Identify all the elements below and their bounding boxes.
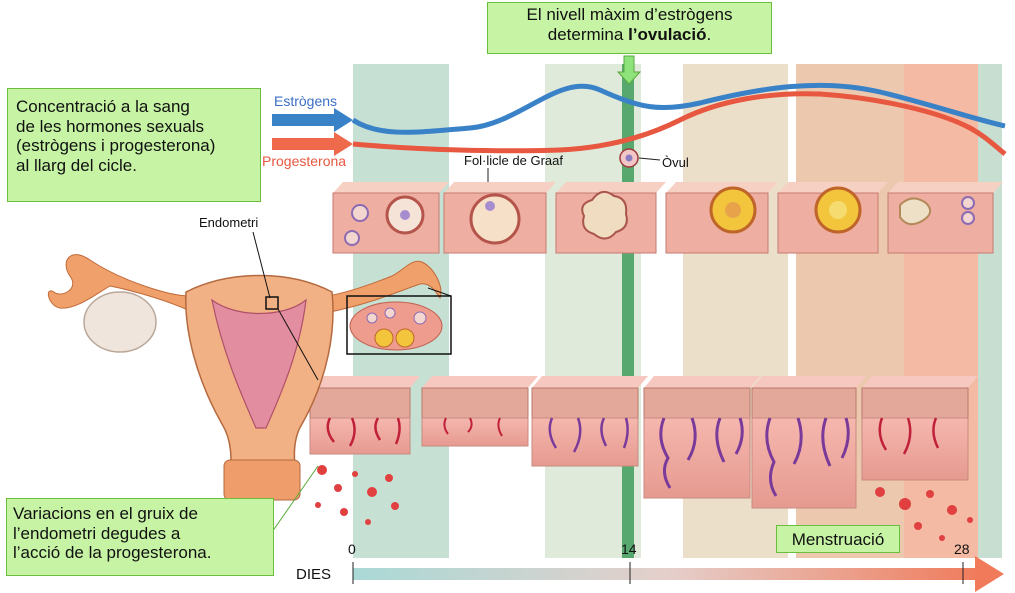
ovulation-callout: El nivell màxim d’estrògens determina l’…: [487, 2, 772, 54]
ovum-label: Òvul: [662, 155, 689, 170]
right-arrow-icon: [272, 132, 353, 156]
endometrium-label: Endometri: [199, 215, 259, 230]
ovary-blocks: [332, 182, 1003, 254]
estrogen-curve: [351, 82, 1006, 135]
progesterone-curve: [352, 91, 1007, 156]
ovulation-callout-line1: El nivell màxim d’estrògens: [526, 5, 733, 24]
right-arrow-icon: [272, 108, 353, 132]
endometrium-callout-line: l’acció de la progesterona.: [13, 543, 212, 563]
uterus-illustration: [47, 231, 452, 501]
endometrium-blocks: [309, 376, 978, 509]
menstruation-label: Menstruació: [776, 525, 900, 553]
progesterone-label: Progesterona: [262, 153, 347, 169]
hormones-callout-line: de les hormones sexuals: [16, 116, 205, 136]
days-label: DIES: [296, 566, 332, 583]
ovulation-keyword: l’ovulació: [628, 24, 707, 44]
day-timeline: [352, 556, 1004, 592]
down-arrow-icon: [616, 55, 642, 85]
hormones-callout-line: (estrògens i progesterona): [16, 136, 216, 156]
graaf-follicle-label: Fol·licle de Graaf: [464, 153, 563, 168]
tick-label: 0: [348, 541, 356, 557]
ovum-cell: [619, 148, 661, 168]
menstrual-fragments: [315, 465, 973, 541]
callout-pointer: [269, 465, 319, 536]
endometrium-callout-line: l’endometri degudes a: [13, 523, 181, 543]
endometrium-callout: Variacions en el gruix de l’endometri de…: [6, 498, 274, 576]
hormones-callout-line: Concentració a la sang: [16, 97, 190, 116]
hormones-callout-line: al llarg del cicle.: [16, 156, 137, 176]
tick-label: 14: [621, 541, 637, 557]
ovulation-callout-line2: determina l’ovulació.: [547, 24, 712, 44]
estrogens-label: Estrògens: [274, 93, 338, 109]
tick-label: 28: [954, 541, 970, 557]
endometrium-callout-line: Variacions en el gruix de: [13, 504, 198, 523]
hormones-callout: Concentració a la sang de les hormones s…: [7, 88, 261, 202]
